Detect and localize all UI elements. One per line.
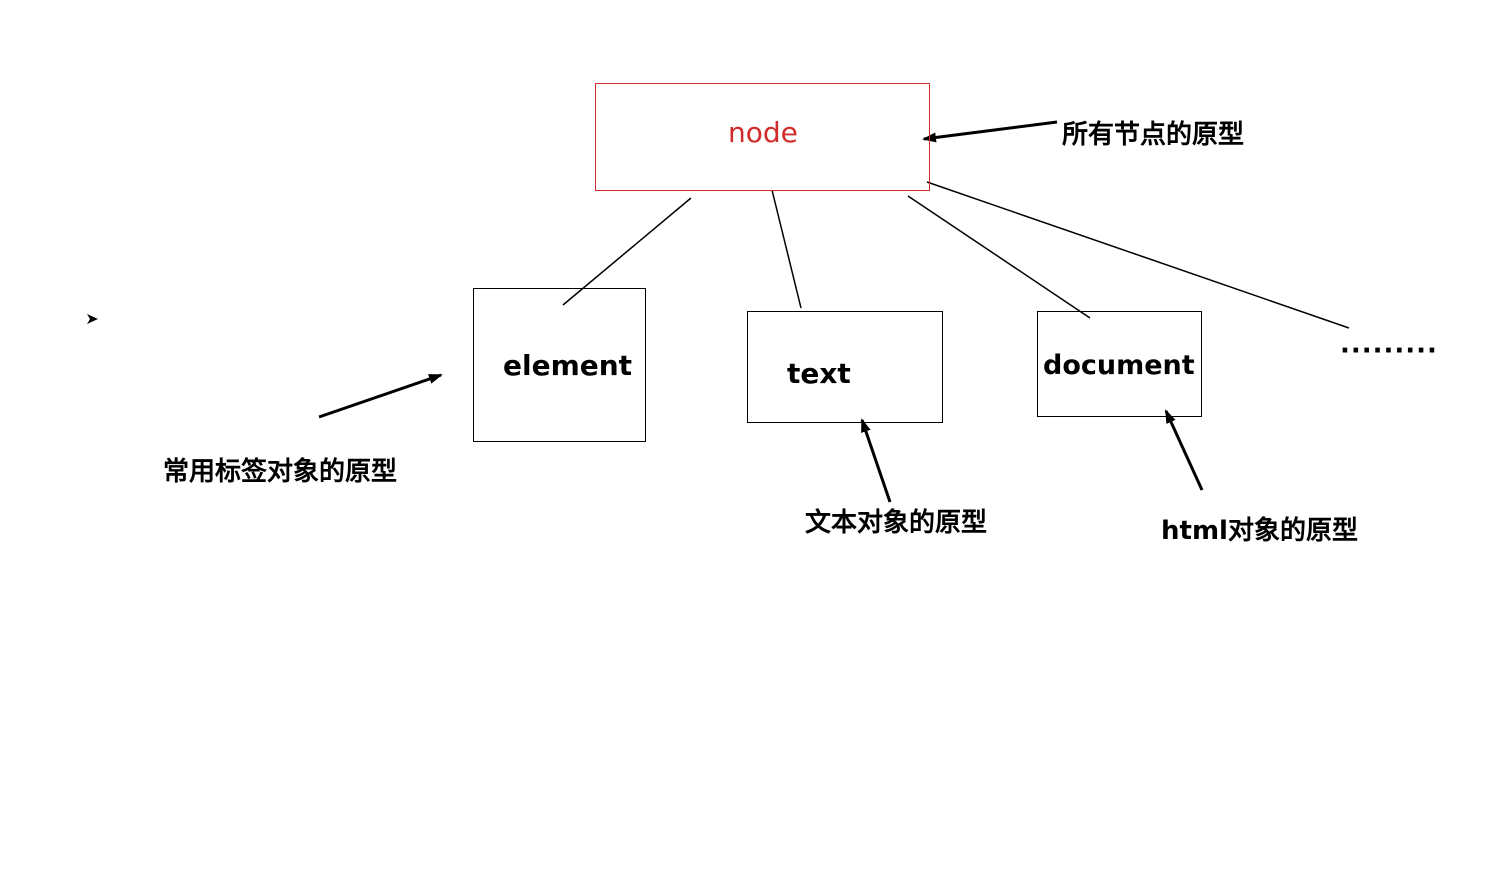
document-label: document — [1043, 350, 1195, 381]
connector-node-more — [926, 181, 1350, 329]
document-annotation: html对象的原型 — [1161, 516, 1358, 546]
element-box — [473, 288, 646, 442]
arrow-to-element — [318, 373, 443, 419]
text-box — [747, 311, 943, 423]
node-box — [595, 83, 930, 191]
element-label: element — [503, 349, 633, 382]
connector-node-element — [562, 197, 692, 306]
node-label: node — [728, 116, 798, 149]
connector-node-text — [771, 189, 802, 309]
element-annotation: 常用标签对象的原型 — [163, 457, 398, 487]
arrow-to-document — [1164, 409, 1204, 491]
text-label: text — [787, 357, 851, 390]
stray-arrow-mark — [87, 314, 98, 324]
more-ellipsis: ········· — [1340, 336, 1438, 366]
arrow-to-text — [860, 418, 892, 503]
node-annotation: 所有节点的原型 — [1062, 120, 1245, 150]
text-annotation: 文本对象的原型 — [805, 508, 988, 538]
arrow-to-node — [922, 120, 1058, 143]
document-box — [1037, 311, 1202, 417]
connector-node-document — [907, 195, 1091, 319]
